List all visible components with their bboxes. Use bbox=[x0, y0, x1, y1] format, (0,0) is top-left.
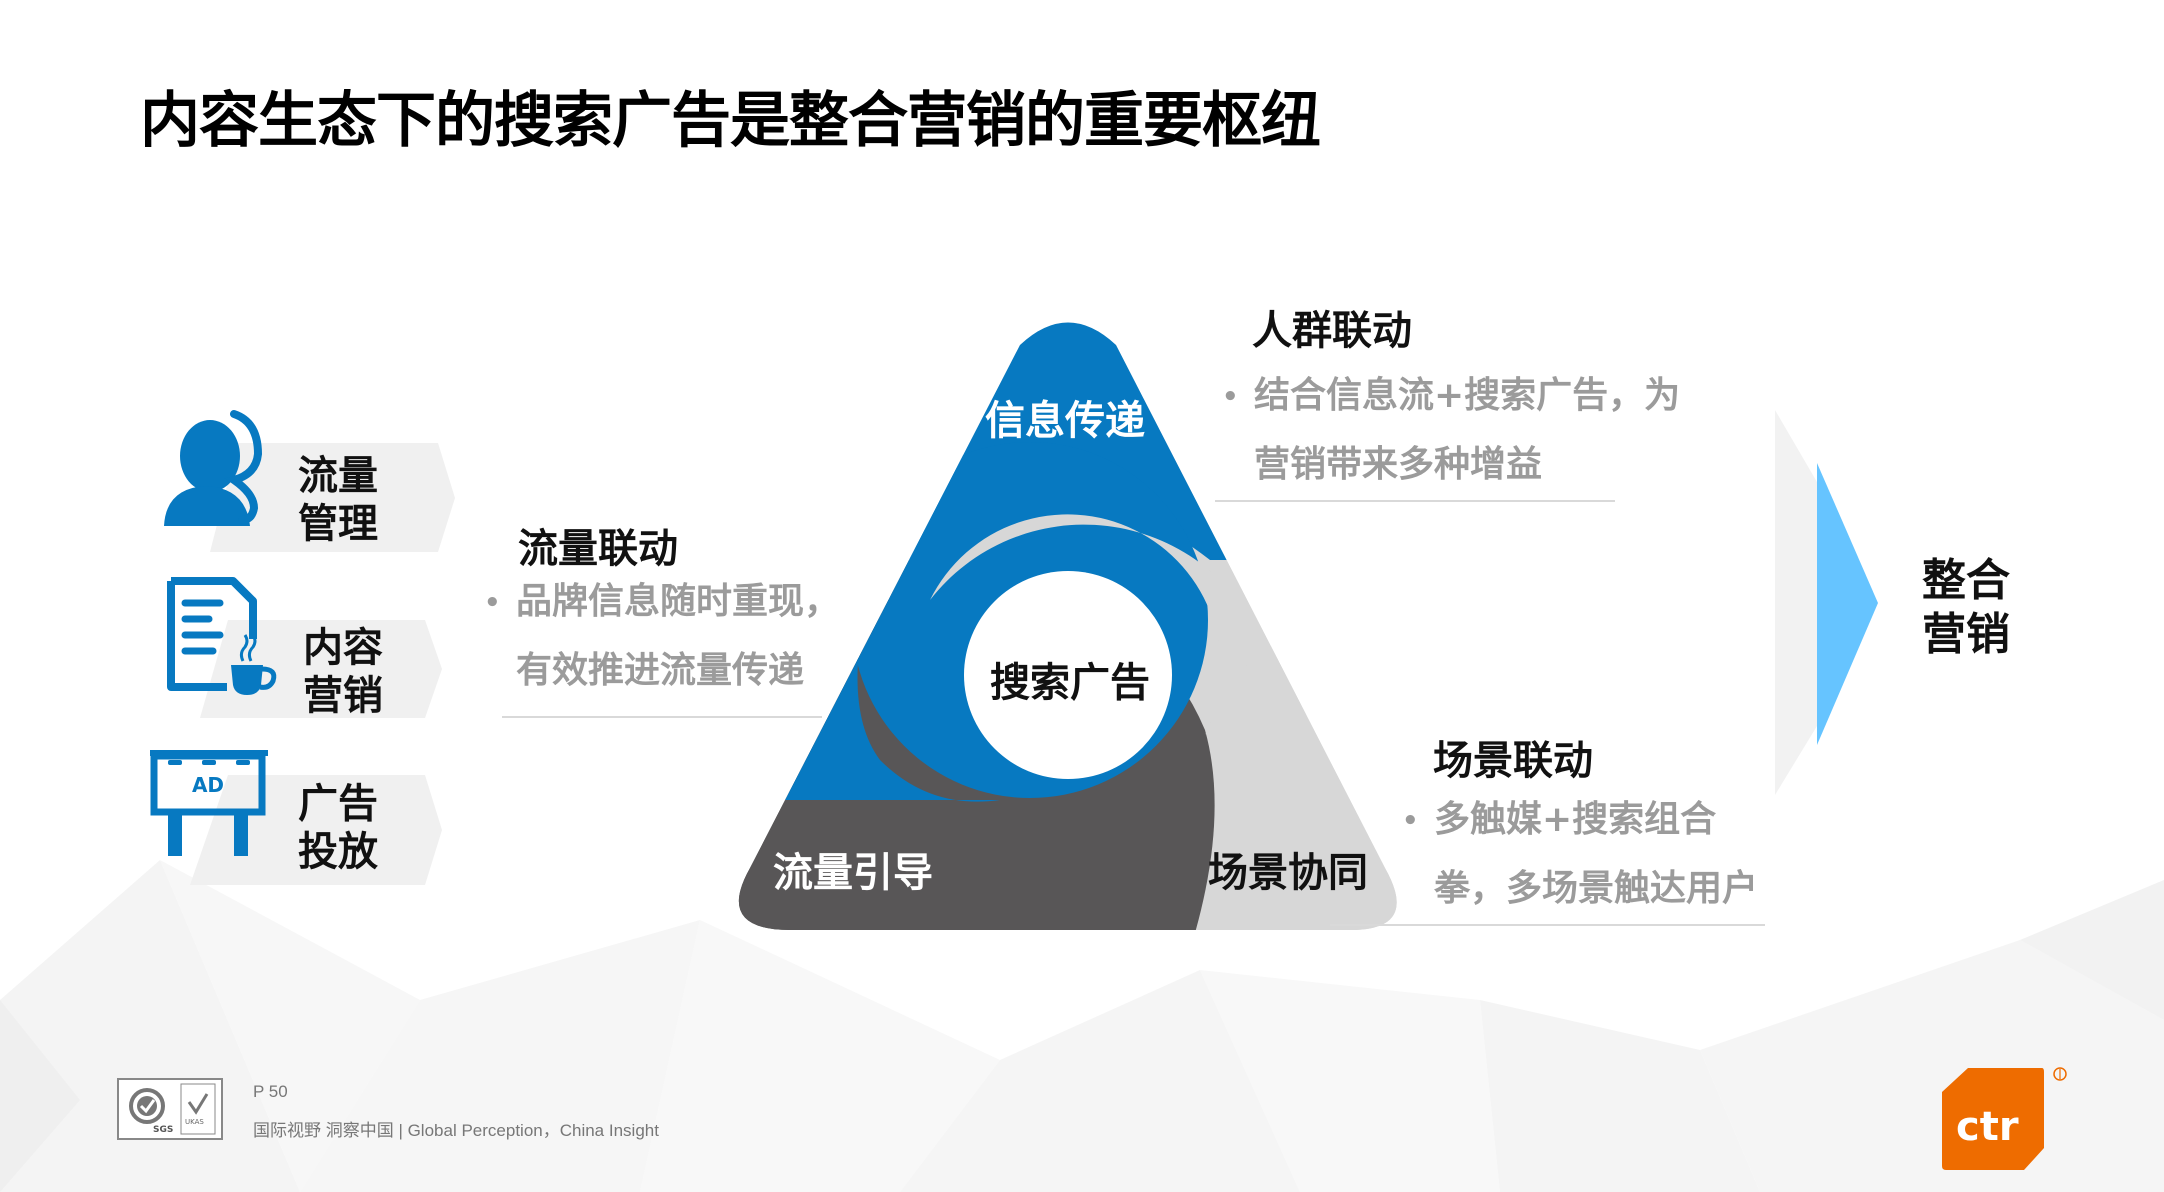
bullet-icon: • bbox=[1222, 382, 1239, 412]
category-content-marketing: 内容 营销 bbox=[303, 624, 383, 720]
bullet-icon: • bbox=[484, 588, 501, 618]
body-line: 有效推进流量传递 bbox=[516, 650, 805, 691]
category-line: 广告 bbox=[298, 781, 378, 827]
result-integrated-marketing: 整合 营销 bbox=[1922, 554, 2010, 662]
ukas-label: UKAS bbox=[185, 1118, 204, 1126]
page-title: 内容生态下的搜索广告是整合营销的重要枢纽 bbox=[140, 86, 1321, 156]
billboard-ad-icon: AD bbox=[150, 750, 268, 856]
category-line: 流量 bbox=[298, 453, 378, 499]
segment-traffic-guidance: 流量引导 bbox=[773, 850, 933, 896]
audience-link-heading: 人群联动 bbox=[1252, 308, 1412, 354]
user-headset-icon bbox=[164, 410, 262, 526]
sgs-label: SGS bbox=[153, 1125, 173, 1135]
divider-line bbox=[502, 716, 822, 718]
chevron-bg-ad bbox=[190, 775, 442, 885]
traffic-link-body: • 品牌信息随时重现， 有效推进流量传递 bbox=[484, 568, 840, 705]
document-coffee-icon bbox=[167, 577, 277, 695]
bullet-icon: • bbox=[1402, 806, 1419, 836]
category-line: 营销 bbox=[303, 673, 383, 719]
audience-link-body: • 结合信息流+搜索广告，为 营销带来多种增益 bbox=[1222, 362, 1680, 499]
body-line: 多触媒+搜索组合 bbox=[1434, 799, 1717, 840]
body-line: 结合信息流+搜索广告，为 bbox=[1254, 375, 1681, 416]
body-line: 拳，多场景触达用户 bbox=[1434, 868, 1759, 909]
result-line: 整合 bbox=[1922, 555, 2010, 606]
certification-badges: SGS UKAS bbox=[117, 1078, 223, 1140]
category-line: 投放 bbox=[298, 829, 378, 875]
chevron-bg-content bbox=[200, 620, 442, 718]
footer-slogan: 国际视野 洞察中国 | Global Perception，China Insi… bbox=[253, 1121, 659, 1140]
category-line: 管理 bbox=[298, 501, 378, 547]
scene-link-body: • 多触媒+搜索组合 拳，多场景触达用户 bbox=[1402, 786, 1758, 923]
body-line: 品牌信息随时重现， bbox=[516, 581, 841, 622]
result-line: 营销 bbox=[1922, 609, 2010, 660]
sgs-ukas-icon: SGS UKAS bbox=[129, 1083, 216, 1135]
page-number: P 50 bbox=[253, 1082, 288, 1101]
chevron-bg-traffic bbox=[210, 443, 455, 552]
divider-line bbox=[1215, 500, 1615, 502]
scene-link-heading: 场景联动 bbox=[1433, 738, 1593, 784]
ctr-logo: ctr bbox=[1942, 1067, 2067, 1170]
category-traffic-management: 流量 管理 bbox=[298, 452, 378, 548]
result-arrow bbox=[1817, 463, 1878, 745]
center-search-ads: 搜索广告 bbox=[990, 660, 1150, 706]
divider-line bbox=[1330, 924, 1765, 926]
traffic-link-heading: 流量联动 bbox=[518, 526, 678, 572]
body-line: 营销带来多种增益 bbox=[1254, 444, 1543, 485]
registered-mark-icon bbox=[2053, 1067, 2067, 1081]
logo-text: ctr bbox=[1956, 1104, 2019, 1150]
billboard-ad-text: AD bbox=[192, 773, 224, 797]
segment-scene-synergy: 场景协同 bbox=[1208, 850, 1368, 896]
category-line: 内容 bbox=[303, 625, 383, 671]
category-ad-placement: 广告 投放 bbox=[298, 780, 378, 876]
segment-info-delivery: 信息传递 bbox=[985, 398, 1145, 444]
